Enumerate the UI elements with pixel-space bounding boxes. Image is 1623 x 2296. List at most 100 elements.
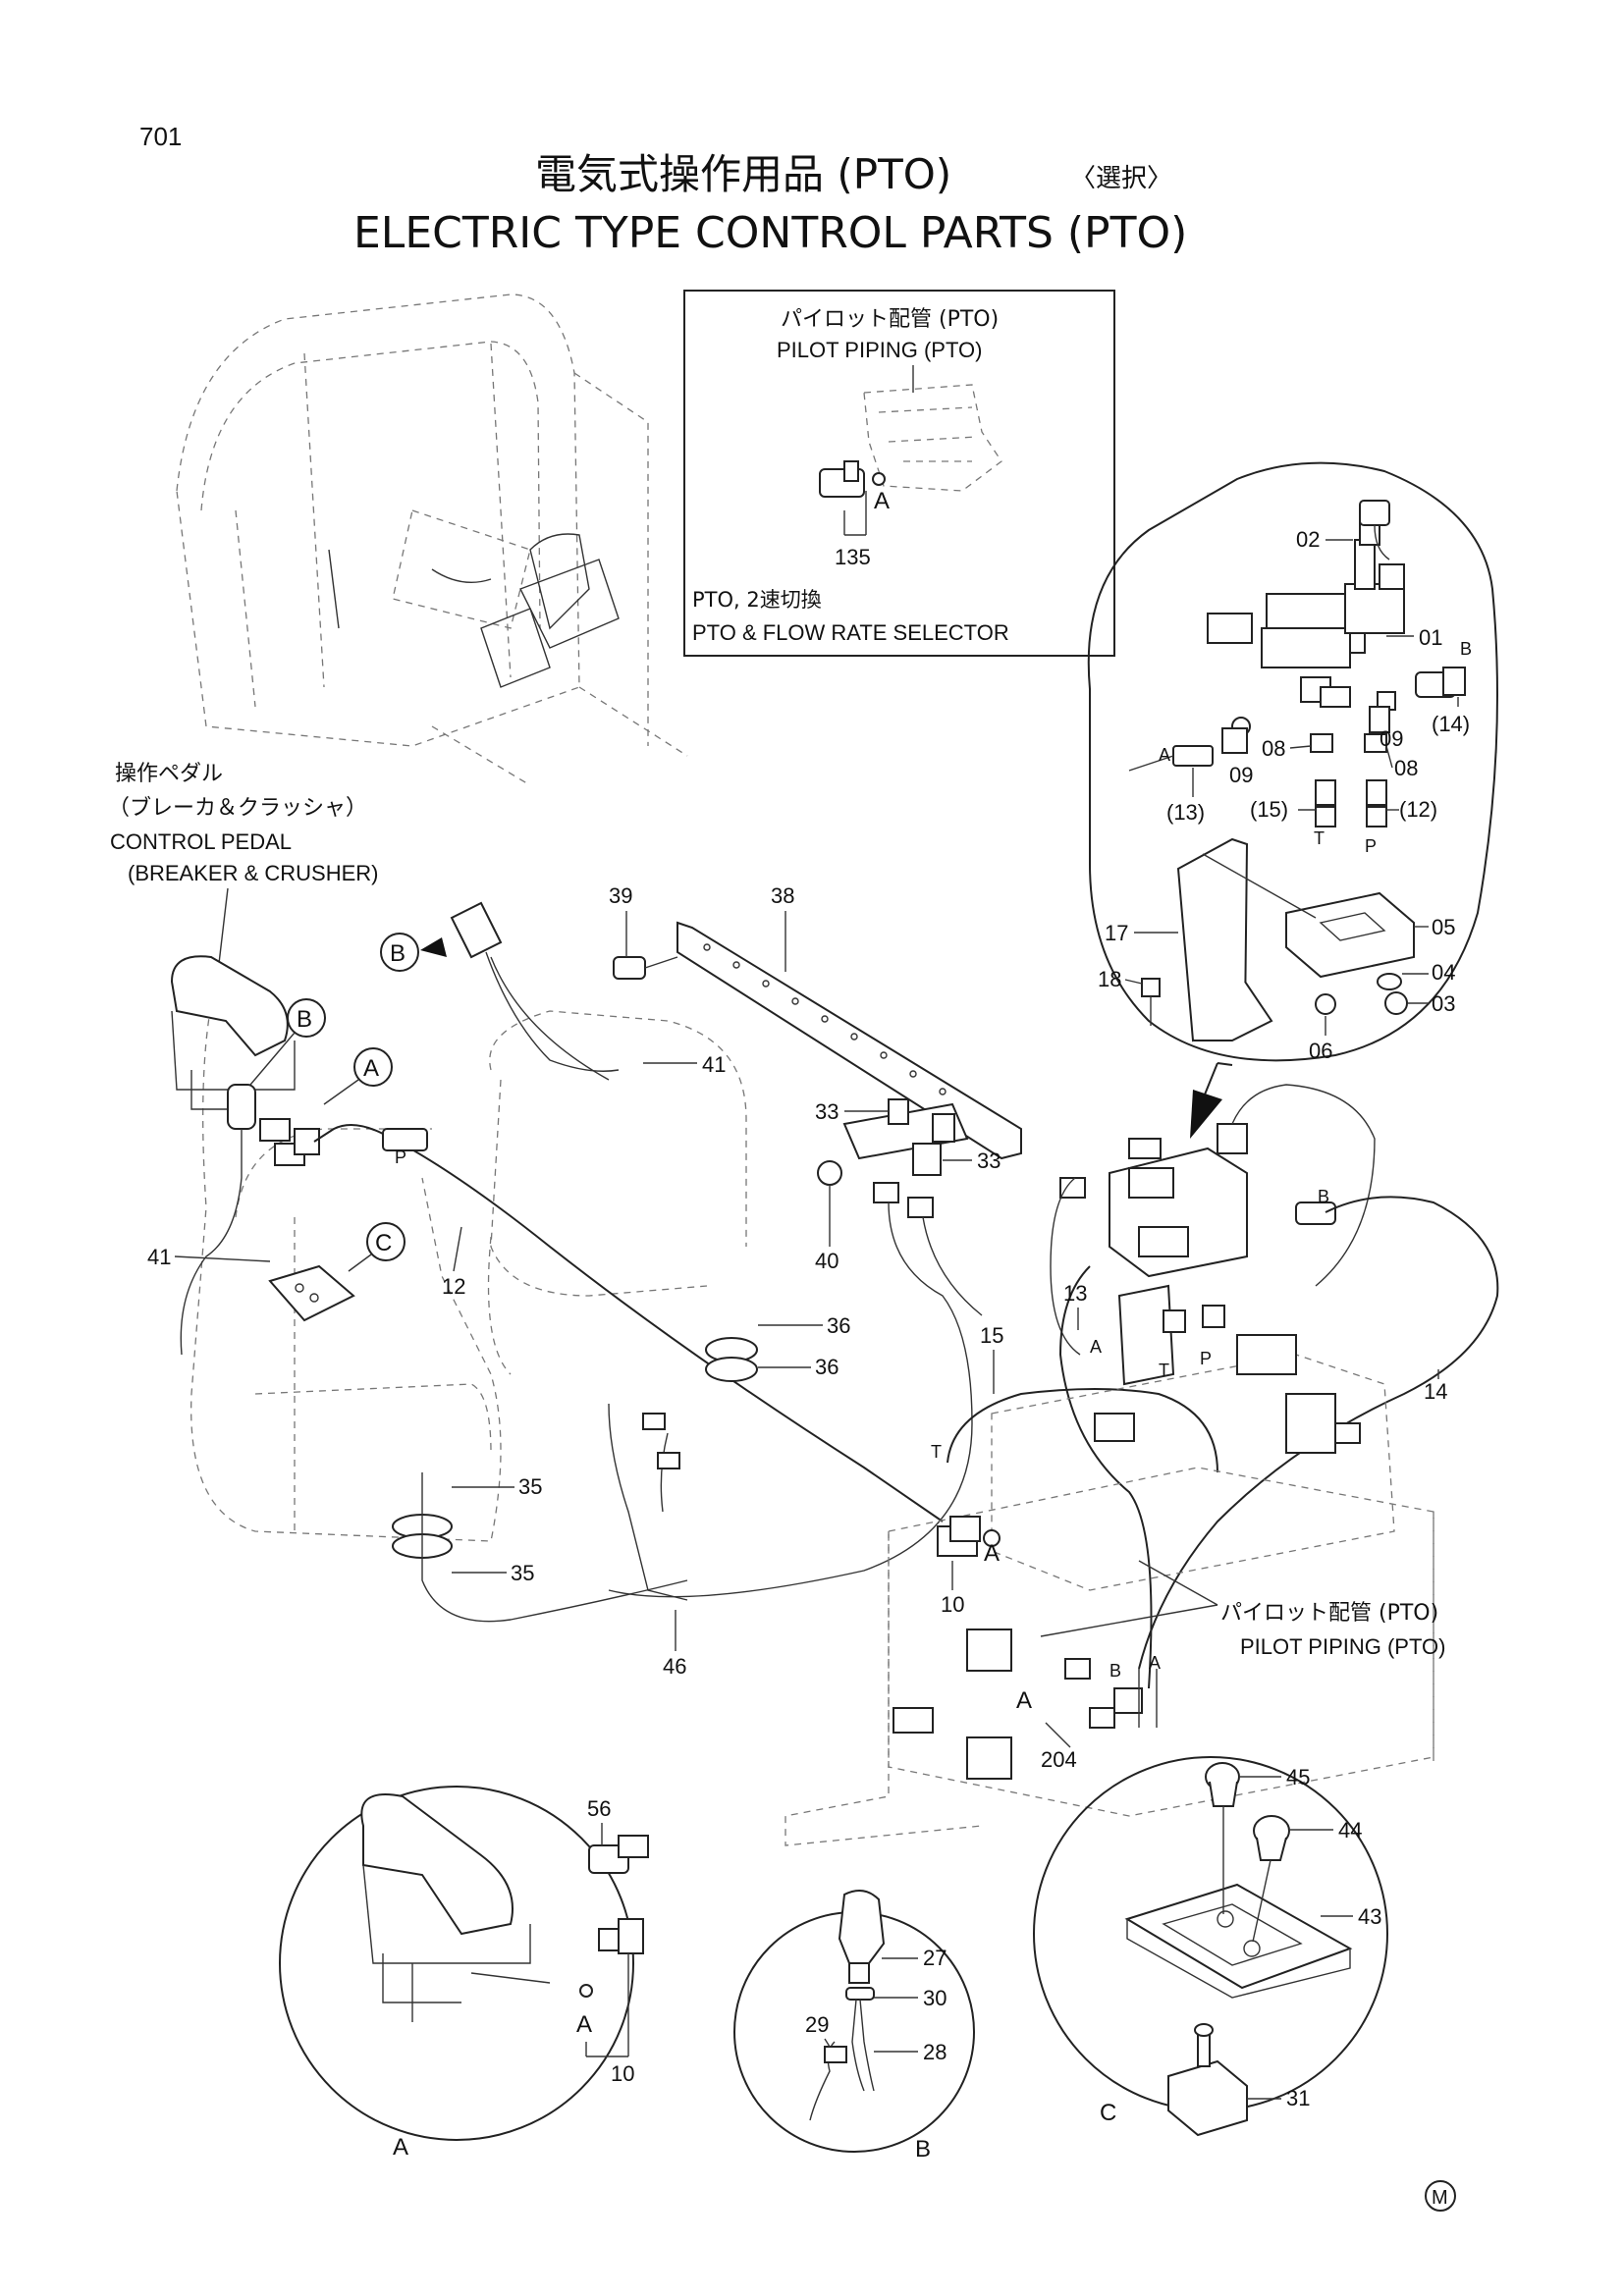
pedal-caption: 操作ペダル （ブレーカ＆クラッシャ） CONTROL PEDAL (BREAKE…: [108, 762, 378, 973]
db-label-29: 29: [805, 2012, 829, 2037]
label-38: 38: [771, 883, 794, 908]
title-en: ELECTRIC TYPE CONTROL PARTS (PTO): [353, 208, 1187, 258]
da-label-56: 56: [587, 1796, 611, 1821]
label-35-a: 35: [518, 1474, 542, 1499]
label-33-b: 33: [977, 1148, 1001, 1173]
lever-handle: [450, 901, 503, 959]
pedal-caption-jp-2: （ブレーカ＆クラッシャ）: [108, 796, 367, 821]
detail-b: 27 30 29 28 B: [733, 1890, 975, 2163]
inset-part: 135: [835, 545, 871, 569]
vd-label-18: 18: [1098, 967, 1121, 991]
da-label-10: 10: [611, 2061, 634, 2086]
hose-12: [313, 1124, 944, 1522]
mark-letter: M: [1432, 2187, 1448, 2209]
title-jp-option: 〈選択〉: [1070, 164, 1172, 193]
label-39: 39: [609, 883, 632, 908]
label-b-valve: B: [1318, 1187, 1329, 1206]
cab-outline: [176, 294, 688, 786]
label-36-b: 36: [815, 1355, 839, 1379]
vd-label-08b: 08: [1394, 756, 1418, 780]
dc-label-44: 44: [1338, 1818, 1362, 1842]
block-b: [966, 1736, 1012, 1780]
label-p-hose: P: [395, 1148, 406, 1167]
vd-label-04: 04: [1432, 960, 1455, 985]
label-a-lower: A: [984, 1540, 1000, 1567]
inset-title-en: PILOT PIPING (PTO): [777, 338, 982, 362]
detail-c: 45 44 43 31 C: [1033, 1756, 1388, 2137]
valve-detail-pointer: [1190, 1090, 1222, 1139]
label-a-valve: A: [1090, 1337, 1102, 1357]
da-letter: A: [393, 2134, 408, 2161]
vd-label-02: 02: [1296, 527, 1320, 552]
bar-holes: [703, 943, 947, 1095]
da-label-a: A: [576, 2011, 592, 2038]
callout-b-top: [380, 933, 419, 972]
callout-b-pedal-letter: B: [297, 1006, 312, 1033]
label-10: 10: [941, 1592, 964, 1617]
vd-label-05: 05: [1432, 915, 1455, 939]
pedal-caption-en-2: (BREAKER & CRUSHER): [128, 861, 378, 885]
inset-note-en: PTO & FLOW RATE SELECTOR: [692, 620, 1009, 645]
detail-c-plate: [1124, 1883, 1353, 1990]
label-t-valve: T: [1159, 1361, 1169, 1380]
inset-letter: A: [874, 488, 890, 514]
callout-a: [353, 1047, 393, 1087]
label-204: 204: [1041, 1747, 1077, 1772]
label-15: 15: [980, 1323, 1003, 1348]
vd-label-a: A: [1159, 745, 1170, 765]
vd-label-15: (15): [1250, 797, 1288, 822]
block-a: [966, 1629, 1012, 1672]
vd-label-12: (12): [1399, 797, 1437, 822]
label-35-b: 35: [511, 1561, 534, 1585]
hose-14: [1138, 1196, 1499, 1670]
label-p-valve: P: [1200, 1349, 1212, 1368]
page-number: 701: [139, 122, 182, 151]
db-label-30: 30: [923, 1986, 947, 2010]
label-41-left: 41: [147, 1245, 171, 1269]
label-33-a: 33: [815, 1099, 839, 1124]
dc-label-45: 45: [1286, 1765, 1310, 1789]
bolt-39: [613, 956, 646, 980]
detail-b-grip: [838, 1890, 886, 1964]
label-a-right: A: [1149, 1653, 1161, 1673]
detail-c-switch-31: [1167, 2059, 1248, 2137]
callout-b-top-letter: B: [390, 940, 406, 967]
vd-label-17: 17: [1105, 921, 1128, 945]
vd-label-09b: 09: [1229, 763, 1253, 787]
pedal-caption-jp-1: 操作ペダル: [115, 762, 223, 786]
vd-label-08a: 08: [1262, 736, 1285, 761]
inset-title-jp: パイロット配管 (PTO): [781, 307, 999, 332]
db-letter: B: [915, 2136, 931, 2163]
label-46: 46: [663, 1654, 686, 1679]
callout-c-letter: C: [375, 1230, 392, 1256]
detail-a-pedal: [360, 1793, 514, 1936]
dc-letter: C: [1100, 2100, 1116, 2126]
vd-label-p: P: [1365, 836, 1377, 856]
vd-label-06: 06: [1309, 1039, 1332, 1063]
callout-a-letter: A: [363, 1055, 379, 1082]
callout-b-pedal: [287, 998, 326, 1038]
label-36-a: 36: [827, 1313, 850, 1338]
piping-en: PILOT PIPING (PTO): [1240, 1634, 1445, 1659]
label-13: 13: [1063, 1281, 1087, 1306]
dc-label-43: 43: [1358, 1904, 1381, 1929]
label-41-top: 41: [702, 1052, 726, 1077]
vd-label-13: (13): [1166, 800, 1205, 825]
vd-label-b: B: [1460, 639, 1472, 659]
valve-bracket: [1176, 837, 1249, 1042]
switch-box-c: [268, 1264, 355, 1322]
vd-label-03: 03: [1432, 991, 1455, 1016]
title-jp: 電気式操作用品 (PTO): [535, 150, 951, 198]
db-label-27: 27: [923, 1946, 947, 1970]
db-label-28: 28: [923, 2040, 947, 2064]
vd-label-14: (14): [1432, 712, 1470, 736]
inset-pilot-piping: パイロット配管 (PTO) PILOT PIPING (PTO) A 135 P…: [683, 290, 1115, 657]
label-b-lower: B: [1109, 1661, 1121, 1681]
label-t-lower: T: [931, 1442, 942, 1462]
dc-label-31: 31: [1286, 2086, 1310, 2110]
vd-label-09a: 09: [1380, 726, 1403, 751]
vd-label-01: 01: [1419, 625, 1442, 650]
label-40: 40: [815, 1249, 839, 1273]
detail-a: 56 A 10 A: [279, 1786, 649, 2161]
